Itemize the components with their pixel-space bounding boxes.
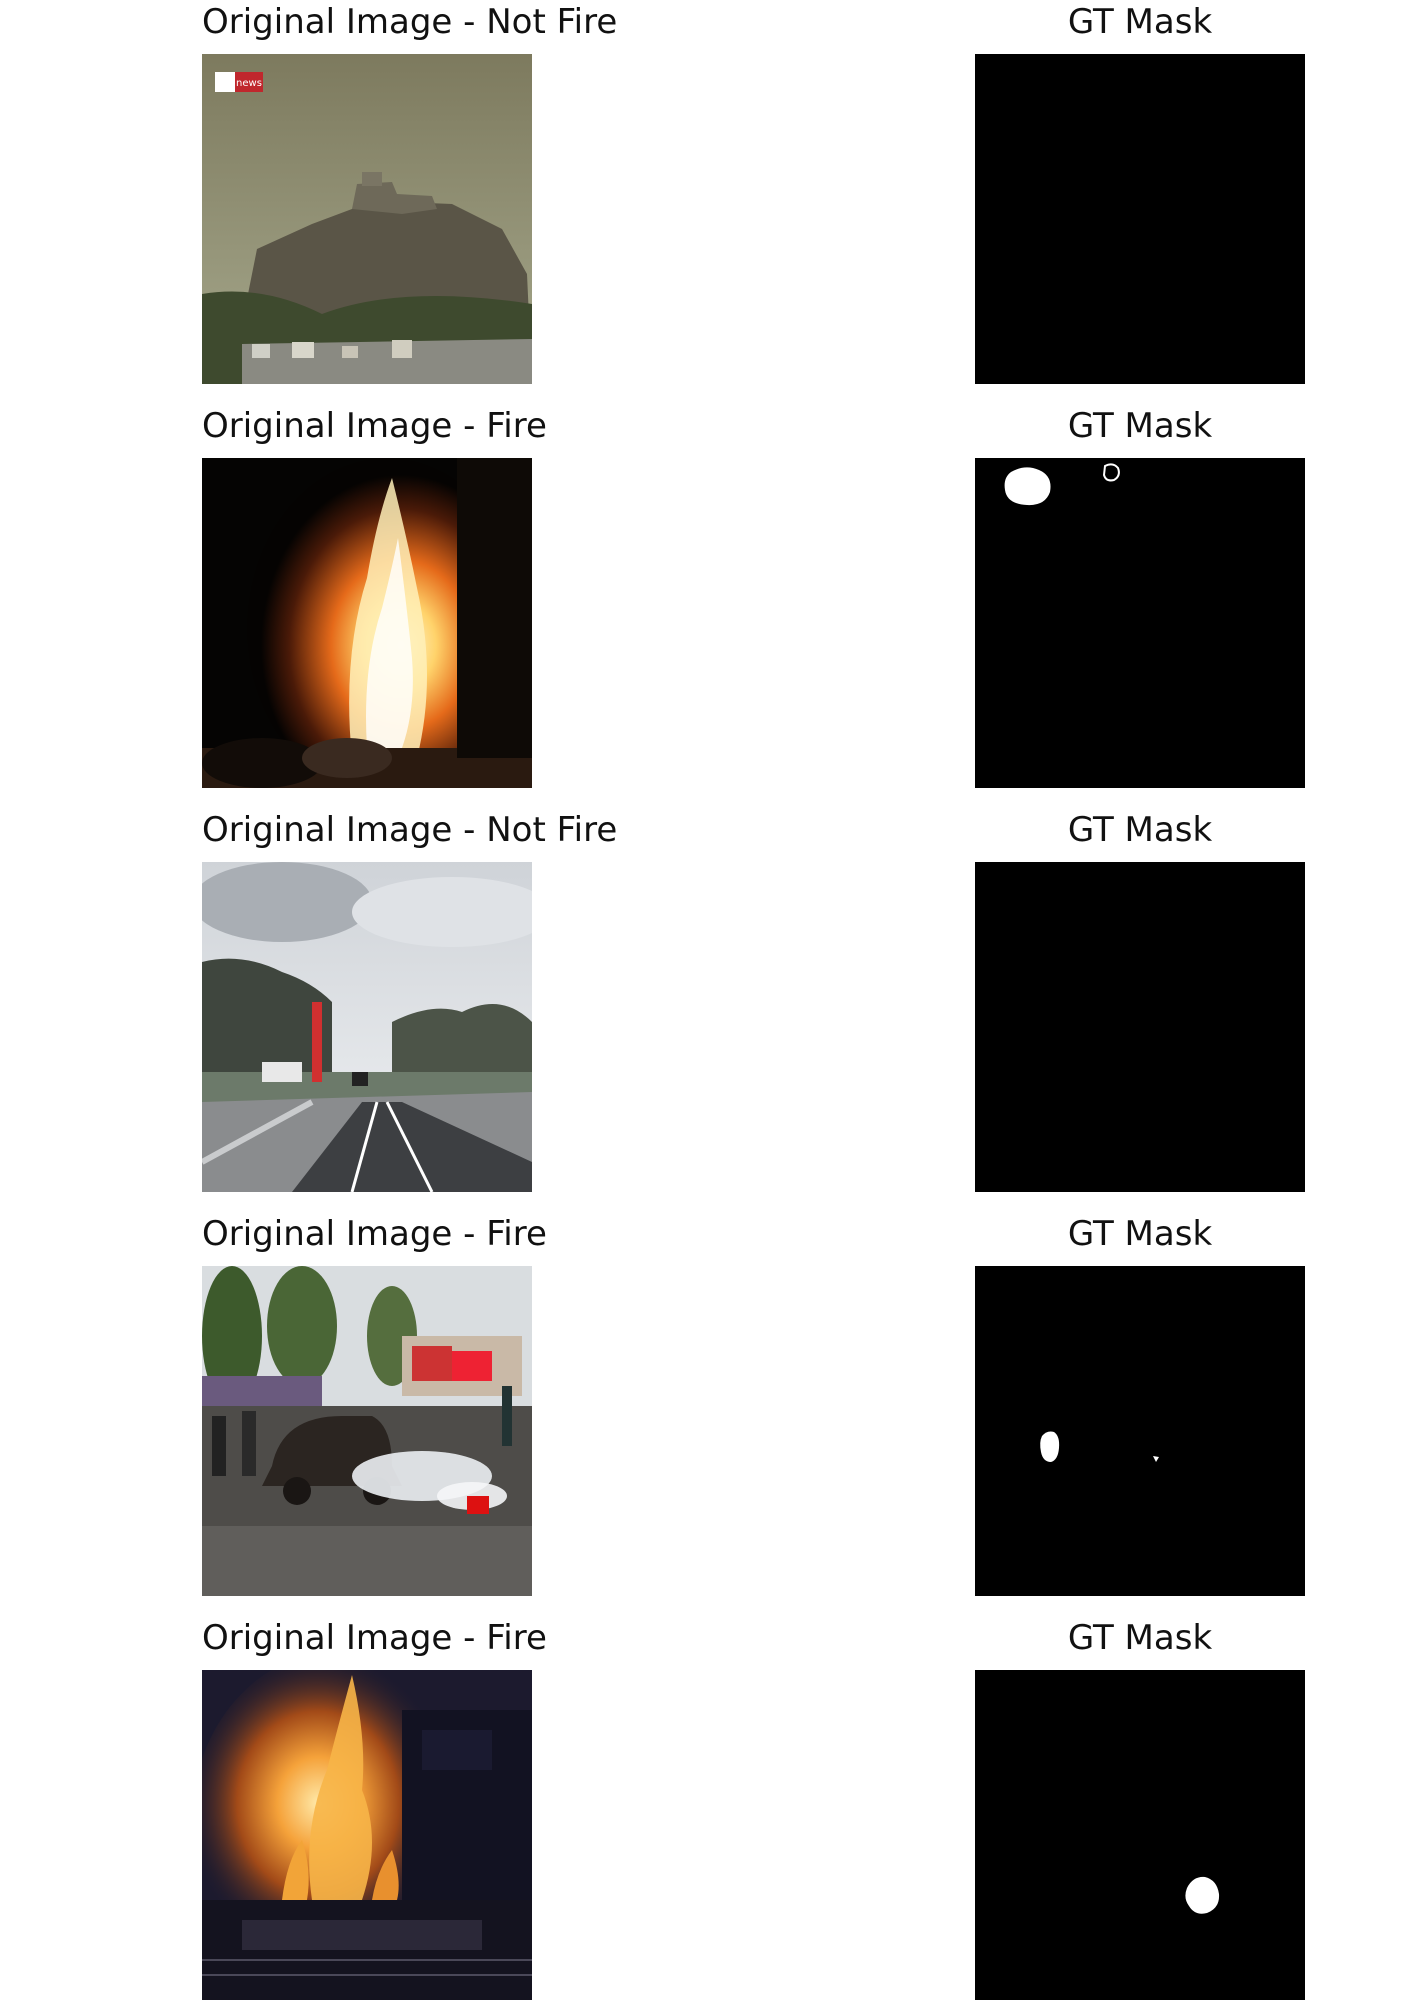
gt-mask-image	[975, 1670, 1305, 2000]
mask-blob	[1153, 1456, 1159, 1462]
mask-blob	[1185, 1876, 1220, 1914]
gt-mask-image	[975, 458, 1305, 788]
mountain-road-photo	[202, 862, 532, 1192]
mask-blob	[1004, 467, 1051, 506]
gt-mask-image	[975, 54, 1305, 384]
panel-title: Original Image - Fire	[202, 1214, 547, 1254]
firefighters-car-fire-photo	[202, 1266, 532, 1596]
panel-title: GT Mask	[1067, 2, 1213, 42]
night-tree-fire-photo	[202, 458, 532, 788]
panel-title: Original Image - Not Fire	[202, 810, 618, 850]
panel-title: Original Image - Not Fire	[202, 2, 618, 42]
night-building-fire-photo	[202, 1670, 532, 2000]
panel-title: GT Mask	[1067, 810, 1213, 850]
panel-title: GT Mask	[1067, 1618, 1213, 1658]
panel-title: Original Image - Fire	[202, 1618, 547, 1658]
gt-mask-image	[975, 862, 1305, 1192]
gt-mask-image	[975, 1266, 1305, 1596]
mask-blob	[1040, 1431, 1060, 1462]
mask-blob	[1102, 463, 1120, 482]
panel-title: GT Mask	[1067, 1214, 1213, 1254]
panel-title: GT Mask	[1067, 406, 1213, 446]
logo-text: news	[236, 78, 262, 89]
panel-title: Original Image - Fire	[202, 406, 547, 446]
castle-on-cliff-photo: news	[202, 54, 532, 384]
